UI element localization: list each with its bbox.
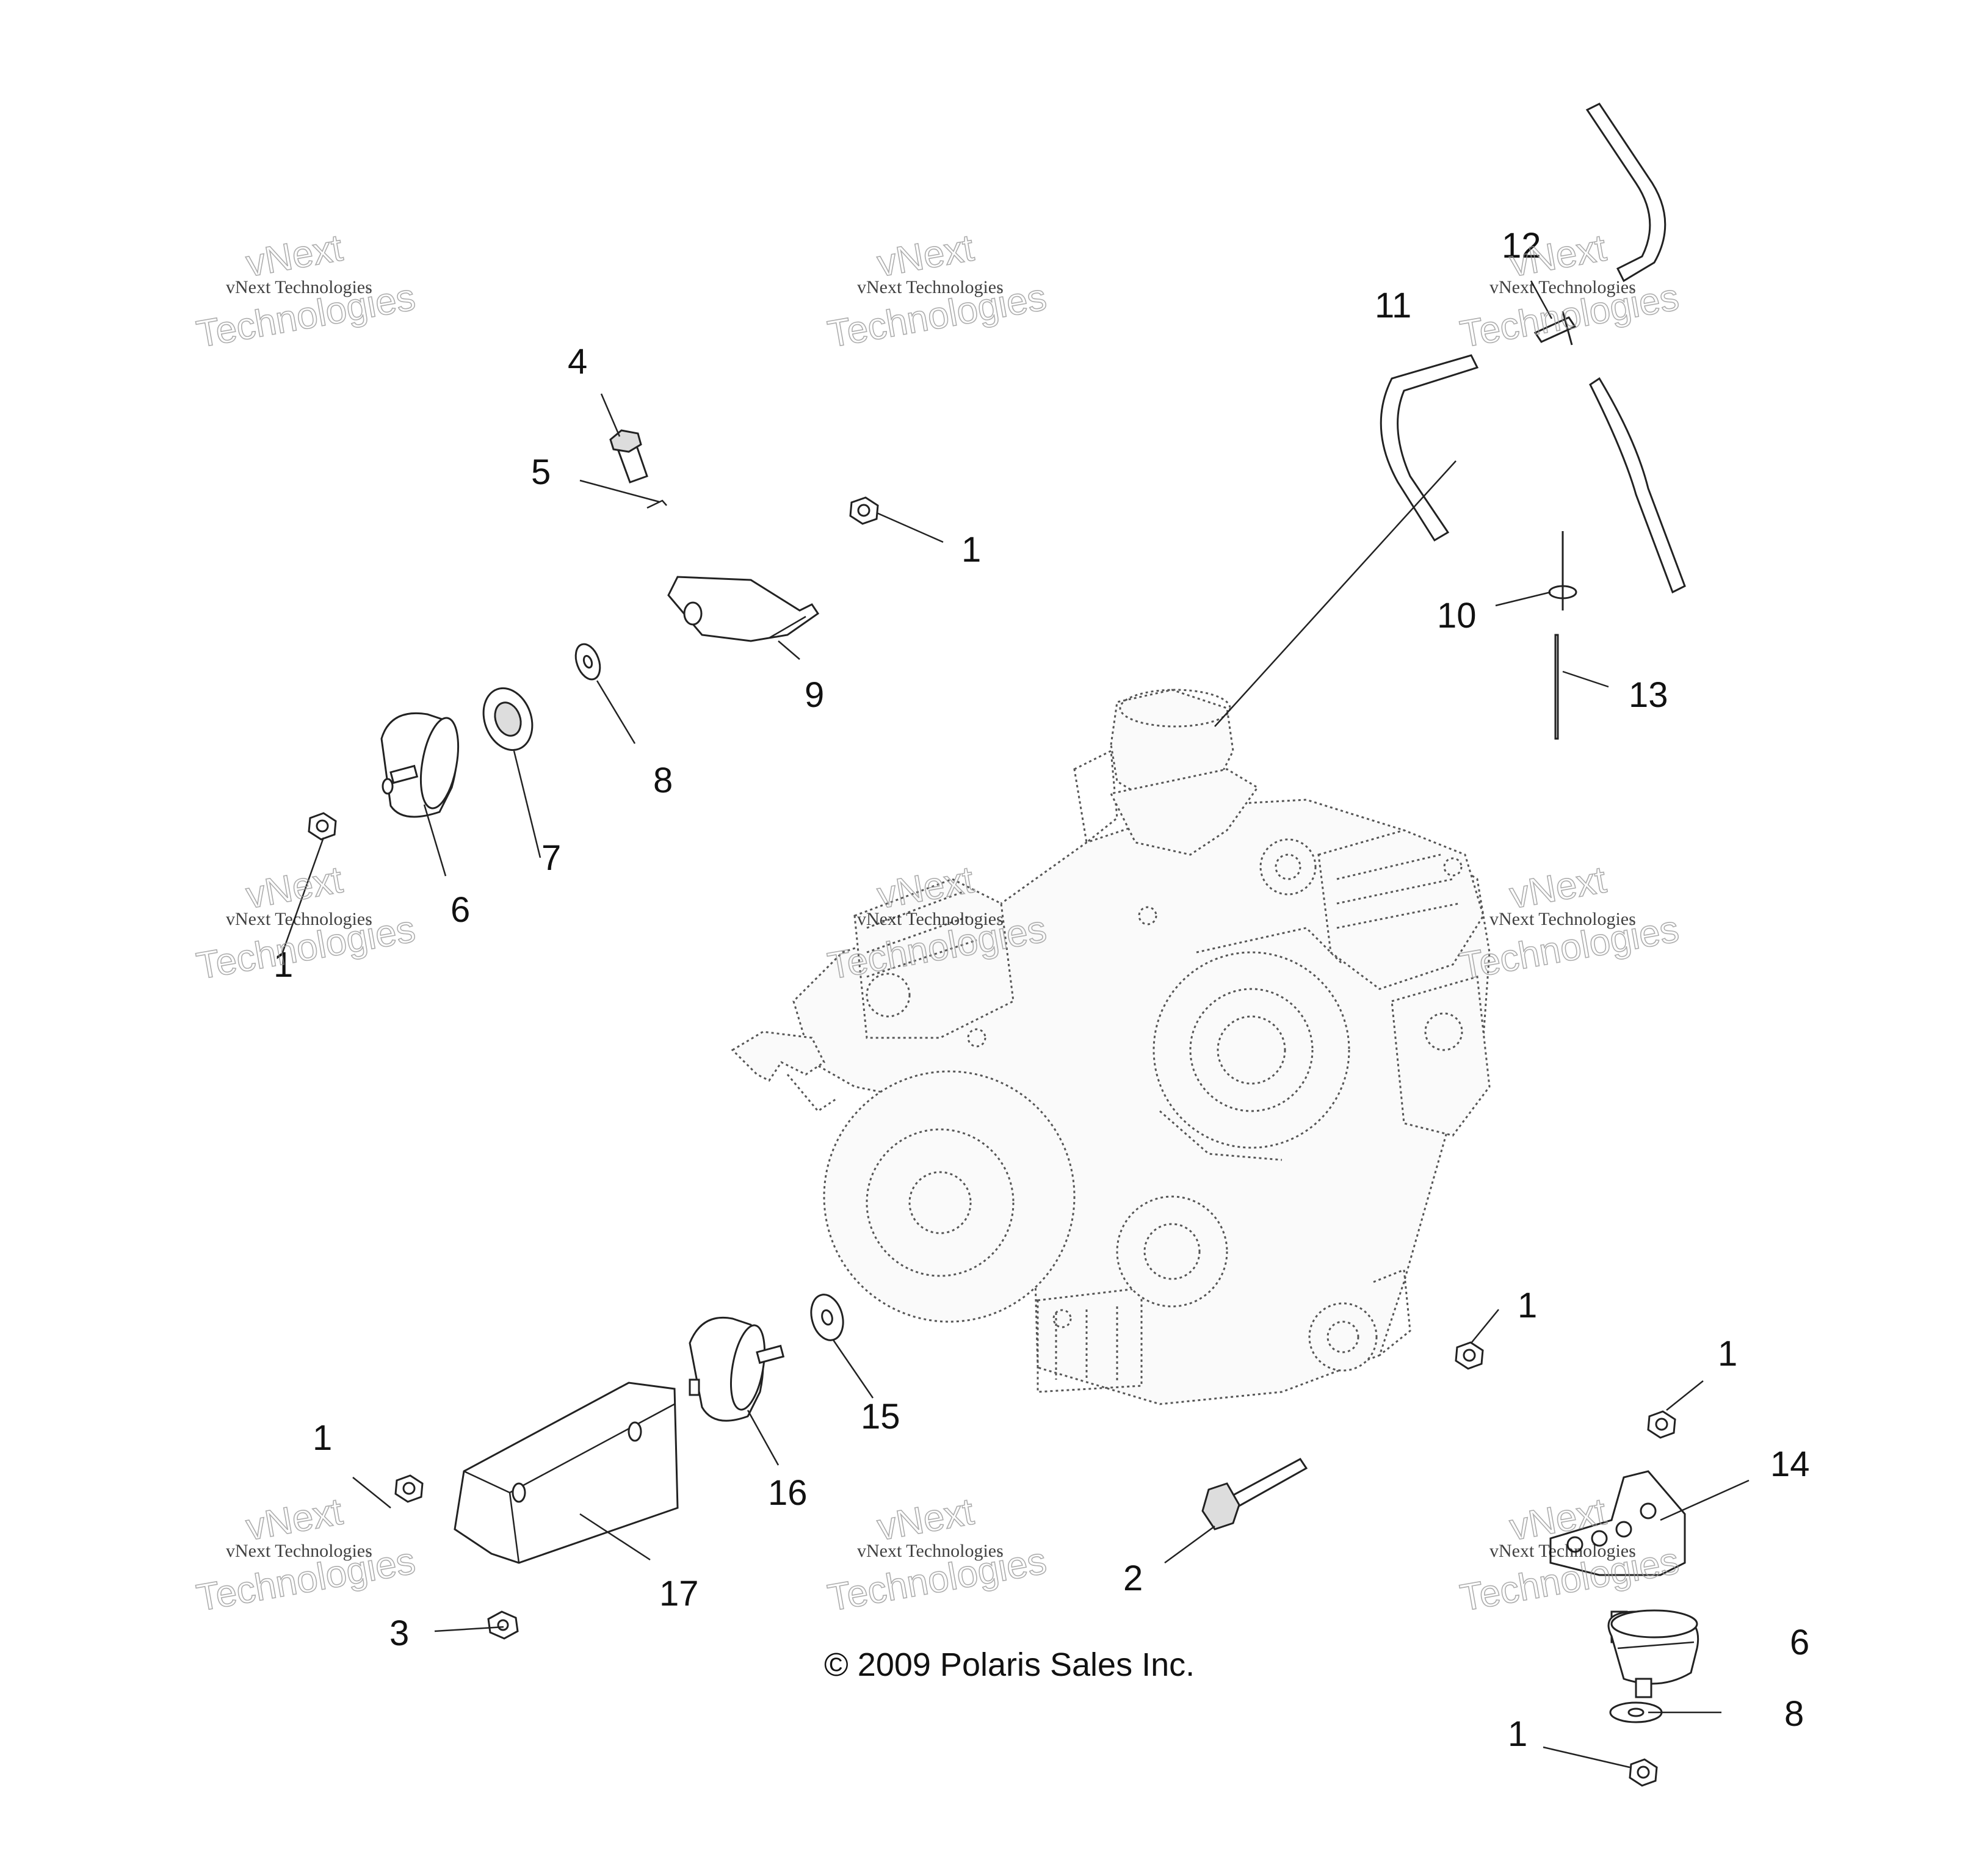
leader-lines [281, 280, 1750, 1769]
callout-15: 15 [861, 1397, 900, 1436]
part-12-clip [1533, 311, 1577, 346]
callout-5: 5 [531, 452, 551, 492]
part-4-bolt [609, 429, 648, 483]
callout-11: 11 [1375, 286, 1411, 325]
watermark-4: vNext Technologies vNext Technologies [193, 858, 419, 988]
callout-8-b: 8 [1784, 1694, 1804, 1734]
callout-labels: 1 1 1 1 1 1 2 3 4 5 6 6 7 8 8 9 10 11 12… [273, 226, 1810, 1754]
callout-13: 13 [1629, 675, 1668, 715]
callout-4: 4 [568, 342, 587, 382]
callout-14: 14 [1770, 1444, 1810, 1484]
part-1-nut-c [394, 1474, 424, 1503]
callout-1-b: 1 [273, 945, 293, 985]
part-1-nut-b [308, 812, 337, 841]
callout-1-d: 1 [1518, 1286, 1537, 1325]
part-11-hose [1380, 354, 1479, 542]
watermark-7: vNext Technologies vNext Technologies [193, 1490, 419, 1620]
svg-text:vNext: vNext [243, 1491, 346, 1549]
callout-6-a: 6 [451, 890, 470, 930]
callout-1-f: 1 [1508, 1714, 1527, 1754]
callout-10: 10 [1437, 596, 1477, 636]
part-1-nut-f [1629, 1758, 1658, 1787]
callout-2: 2 [1123, 1559, 1143, 1598]
watermark-2: vNext Technologies vNext Technologies [824, 226, 1050, 357]
part-17-bracket [454, 1382, 679, 1564]
part-8-washer-a [574, 643, 601, 681]
svg-text:vNext: vNext [1507, 859, 1609, 917]
part-1-nut-a [849, 496, 879, 525]
callout-16: 16 [768, 1473, 808, 1513]
callout-8-a: 8 [653, 761, 673, 800]
part-16-mount [689, 1316, 785, 1422]
hose-lower-right [1589, 377, 1686, 594]
callout-9: 9 [805, 675, 824, 715]
svg-text:vNext: vNext [243, 859, 346, 917]
callout-3: 3 [389, 1613, 409, 1653]
part-7-bushing [482, 687, 534, 751]
watermark-6: vNext Technologies vNext Technologies [1457, 858, 1682, 988]
svg-text:vNext Technologies: vNext Technologies [226, 909, 372, 929]
watermark-1: vNext Technologies vNext Technologies [193, 226, 419, 357]
svg-text:vNext Technologies: vNext Technologies [1489, 1541, 1636, 1561]
part-2-bolt [1201, 1458, 1308, 1530]
engine-illustration [731, 689, 1491, 1405]
svg-text:vNext Technologies: vNext Technologies [1489, 277, 1636, 297]
part-6-mount-right [1607, 1609, 1699, 1698]
callout-6-b: 6 [1790, 1623, 1809, 1662]
part-1-nut-e [1647, 1410, 1676, 1439]
svg-text:vNext Technologies: vNext Technologies [857, 1541, 1004, 1561]
copyright-text: © 2009 Polaris Sales Inc. [824, 1646, 1195, 1683]
part-13-rod [1554, 634, 1559, 740]
svg-text:vNext: vNext [243, 227, 346, 285]
part-1-nut-d [1455, 1341, 1484, 1370]
callout-1-a: 1 [961, 530, 981, 570]
svg-text:vNext Technologies: vNext Technologies [226, 277, 372, 297]
svg-text:vNext Technologies: vNext Technologies [857, 277, 1004, 297]
watermark-8: vNext Technologies vNext Technologies [824, 1490, 1050, 1620]
part-10-fitting [1548, 531, 1577, 610]
part-9-bracket [667, 576, 820, 642]
part-3-nut [487, 1610, 519, 1640]
svg-text:vNext: vNext [874, 1491, 977, 1549]
svg-text:vNext: vNext [874, 227, 977, 285]
callout-12: 12 [1502, 226, 1541, 266]
hose-upper-right [1585, 103, 1666, 283]
svg-text:vNext Technologies: vNext Technologies [1489, 909, 1636, 929]
part-15-washer [810, 1294, 844, 1341]
callout-1-c: 1 [313, 1418, 332, 1458]
part-6-mount-left [380, 712, 459, 818]
callout-17: 17 [659, 1574, 699, 1613]
part-5-clip [646, 499, 667, 509]
part-14-bracket [1549, 1470, 1686, 1576]
callout-7: 7 [541, 838, 561, 878]
callout-1-e: 1 [1718, 1334, 1737, 1374]
svg-text:vNext Technologies: vNext Technologies [857, 909, 1004, 929]
svg-text:vNext Technologies: vNext Technologies [226, 1541, 372, 1561]
